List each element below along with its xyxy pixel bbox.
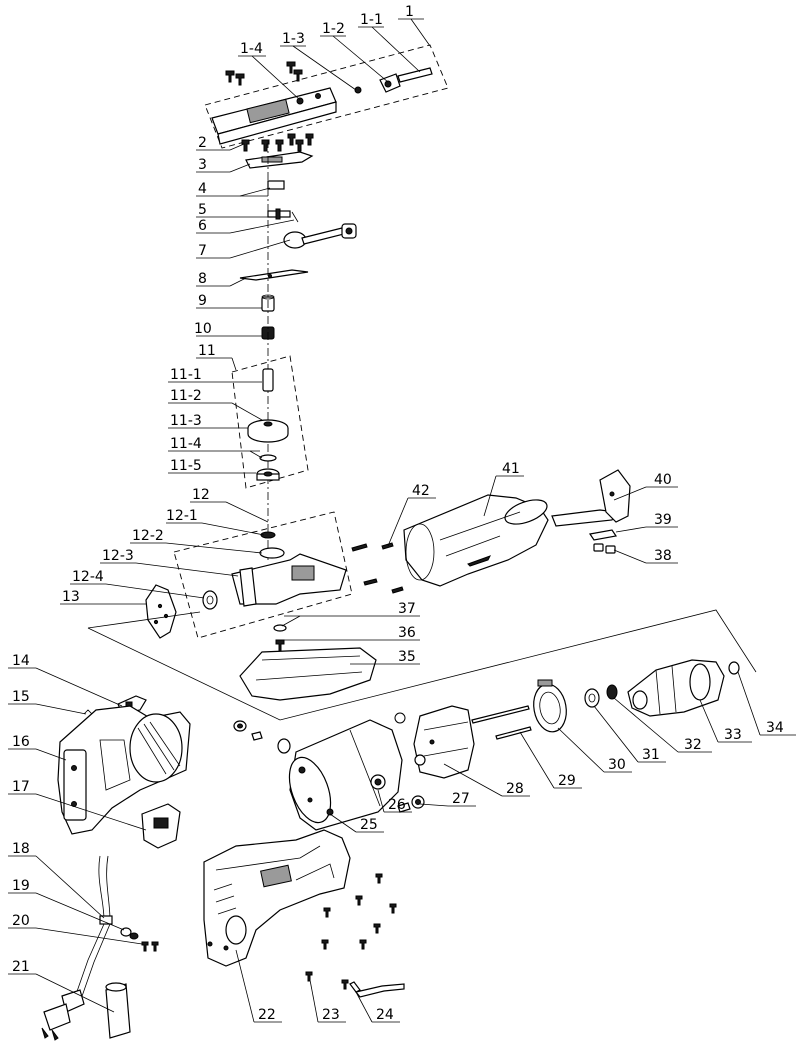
part-42-screws xyxy=(351,542,404,594)
label-11-1: 11-1 xyxy=(170,367,202,383)
part-31-bearing xyxy=(584,688,600,708)
part-26-brush-holder xyxy=(370,774,411,813)
label-26: 26 xyxy=(388,797,406,813)
part-5-spring-clip xyxy=(267,208,291,220)
label-42: 42 xyxy=(412,483,430,499)
label-41: 41 xyxy=(502,461,520,477)
label-37: 37 xyxy=(398,601,416,617)
part-38-screws xyxy=(593,543,616,554)
part-40-blade-holder xyxy=(551,469,631,527)
part-35-cover xyxy=(239,647,377,701)
label-27: 27 xyxy=(452,791,470,807)
part-32-bearing xyxy=(606,684,618,700)
screws-top xyxy=(225,61,303,86)
label-11-4: 11-4 xyxy=(170,436,202,452)
label-12-3: 12-3 xyxy=(102,548,134,564)
label-40: 40 xyxy=(654,472,672,488)
label-11-2: 11-2 xyxy=(170,388,202,404)
part-18-cable-clamp xyxy=(98,855,113,925)
label-1: 1 xyxy=(405,4,414,20)
label-24: 24 xyxy=(376,1007,394,1023)
label-22: 22 xyxy=(258,1007,276,1023)
label-38: 38 xyxy=(654,548,672,564)
leader-lines xyxy=(8,18,796,1023)
label-12-4: 12-4 xyxy=(72,569,104,585)
label-11-5: 11-5 xyxy=(170,458,202,474)
part-labels: 1 1-1 1-2 1-3 1-4 2 3 4 5 6 7 8 9 10 11 … xyxy=(12,4,784,1023)
part-17-switch-trigger xyxy=(141,803,181,849)
part-cord-plug xyxy=(41,923,111,1041)
label-13: 13 xyxy=(62,589,80,605)
part-group-1-blade-clamp xyxy=(204,44,449,152)
part-39-plate xyxy=(588,529,618,541)
label-25: 25 xyxy=(360,817,378,833)
label-34: 34 xyxy=(766,720,784,736)
label-19: 19 xyxy=(12,878,30,894)
part-33-armature xyxy=(627,659,725,717)
label-15: 15 xyxy=(12,689,30,705)
label-39: 39 xyxy=(654,512,672,528)
part-25-left-small-parts xyxy=(233,720,291,754)
label-2: 2 xyxy=(198,135,207,151)
label-12-1: 12-1 xyxy=(166,508,198,524)
label-9: 9 xyxy=(198,293,207,309)
part-41-front-cover xyxy=(403,494,549,587)
label-23: 23 xyxy=(322,1007,340,1023)
part-8-plate xyxy=(239,269,309,281)
label-1-3: 1-3 xyxy=(282,31,305,47)
part-21-sleeve xyxy=(105,982,131,1039)
part-group-11-gear xyxy=(231,355,309,489)
label-18: 18 xyxy=(12,841,30,857)
part-29-screws xyxy=(471,705,532,740)
label-35: 35 xyxy=(398,649,416,665)
label-11: 11 xyxy=(198,343,216,359)
label-12-2: 12-2 xyxy=(132,528,164,544)
label-7: 7 xyxy=(198,243,207,259)
label-32: 32 xyxy=(684,737,702,753)
label-31: 31 xyxy=(642,747,660,763)
part-16-housing-half xyxy=(57,705,191,835)
label-12: 12 xyxy=(192,487,210,503)
part-4-block xyxy=(267,180,285,190)
part-3-plate xyxy=(245,151,314,169)
label-33: 33 xyxy=(724,727,742,743)
part-22-housing-half xyxy=(203,829,351,967)
label-21: 21 xyxy=(12,959,30,975)
part-28-stator xyxy=(413,705,475,779)
label-1-2: 1-2 xyxy=(322,21,345,37)
label-1-1: 1-1 xyxy=(360,12,383,28)
part-group-12-gear-housing xyxy=(173,511,353,639)
part-25-field xyxy=(288,712,406,831)
part-6-clip xyxy=(291,211,299,223)
label-5: 5 xyxy=(198,202,207,218)
label-14: 14 xyxy=(12,653,30,669)
part-36-screw xyxy=(275,639,285,653)
label-36: 36 xyxy=(398,625,416,641)
label-16: 16 xyxy=(12,734,30,750)
label-29: 29 xyxy=(558,773,576,789)
label-11-3: 11-3 xyxy=(170,413,202,429)
label-30: 30 xyxy=(608,757,626,773)
label-28: 28 xyxy=(506,781,524,797)
label-4: 4 xyxy=(198,181,207,197)
part-37-washer xyxy=(273,624,287,632)
label-6: 6 xyxy=(198,218,207,234)
label-8: 8 xyxy=(198,271,207,287)
part-13-disc xyxy=(145,584,177,639)
label-20: 20 xyxy=(12,913,30,929)
label-17: 17 xyxy=(12,779,30,795)
label-10: 10 xyxy=(194,321,212,337)
part-34-ring xyxy=(728,661,740,675)
label-1-4: 1-4 xyxy=(240,41,263,57)
part-20-screws xyxy=(141,941,159,952)
screws-2 xyxy=(241,133,314,152)
label-3: 3 xyxy=(198,157,207,173)
part-24-hex-key xyxy=(349,981,405,998)
part-30-baffle xyxy=(533,679,567,733)
part-23-screws xyxy=(305,873,397,990)
part-7-lever xyxy=(283,223,357,249)
part-27-cap xyxy=(411,795,425,809)
